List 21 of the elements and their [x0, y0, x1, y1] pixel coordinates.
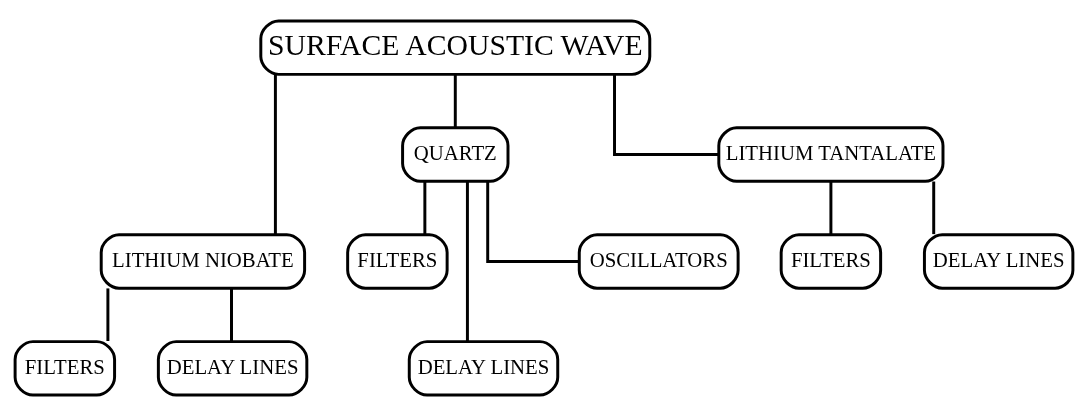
connector [486, 181, 580, 263]
node-box: SURFACE ACOUSTIC WAVE [259, 18, 652, 76]
node-box: LITHIUM TANTALATE [717, 125, 945, 183]
node-box: FILTERS [346, 232, 449, 290]
connector [423, 181, 427, 234]
connector [453, 74, 457, 127]
connector [932, 181, 936, 234]
node-box: DELAY LINES [407, 339, 560, 397]
connector [465, 181, 469, 341]
node-box: FILTERS [779, 232, 883, 290]
connector [230, 287, 233, 341]
node-box: QUARTZ [401, 125, 510, 183]
connector [613, 74, 719, 156]
connector [273, 74, 277, 235]
node-box: OSCILLATORS [577, 232, 740, 290]
node-box: LITHIUM NIOBATE [99, 232, 307, 290]
connector [829, 181, 833, 234]
connector [106, 287, 110, 341]
node-box: FILTERS [13, 339, 117, 397]
node-box: DELAY LINES [922, 232, 1075, 290]
node-box: DELAY LINES [156, 339, 309, 397]
